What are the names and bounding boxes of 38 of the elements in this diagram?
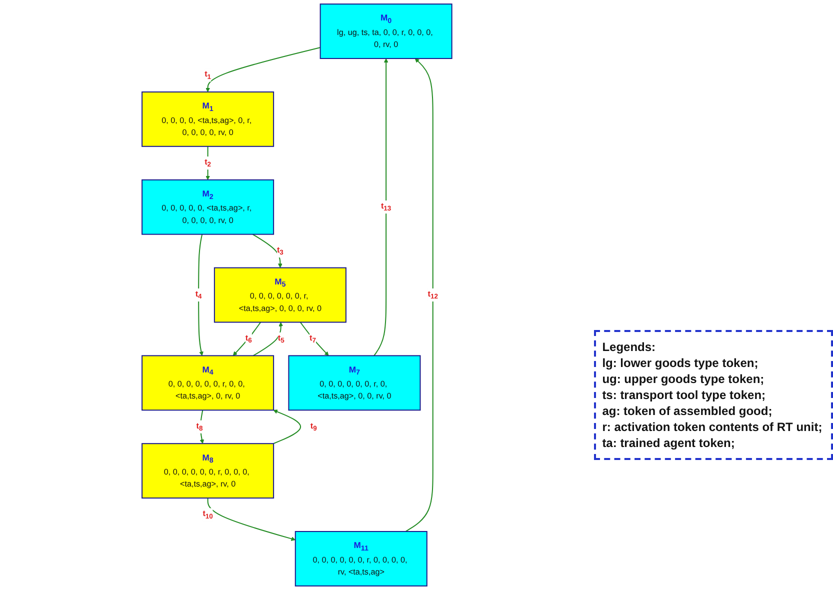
arrow [273, 410, 302, 444]
edge-label: t$_{10}$ [202, 510, 214, 520]
arrow [300, 322, 329, 356]
edge-label: t$_{5}$ [278, 334, 285, 344]
node-box: M$_{11}$ 0, 0, 0, 0, 0, 0, r, 0, 0, 0, 0, rv, <ta,ts,ag> [295, 531, 428, 586]
legend-entry: lg: lower goods type token; [602, 356, 760, 370]
node-box: M$_{2}$ 0, 0, 0, 0, 0, <ta,ts,ag>, r, 0, 0, 0, 0, rv, 0 [142, 179, 274, 235]
edge-label: t$_{2}$ [204, 158, 212, 168]
edge-label: t$_{6}$ [246, 334, 252, 344]
legend-entry: ug: upper goods type token; [602, 372, 766, 386]
legend-entry: r: activation token contents of RT unit; [602, 420, 824, 434]
arrow [206, 46, 321, 92]
arrow [252, 234, 283, 268]
node-box: M$_{8}$ 0, 0, 0, 0, 0, 0, r, 0, 0, 0, <ta,ts,ag>, rv, 0 [142, 443, 274, 499]
arrow [207, 498, 296, 541]
edge-label: t$_{12}$ [428, 290, 438, 300]
arrow [206, 146, 210, 180]
edge-label: t$_{3}$ [277, 246, 284, 256]
legend-entry: ta: trained agent token; [602, 436, 736, 450]
edge-label: t$_{9}$ [310, 422, 318, 432]
arrow [374, 58, 388, 356]
edge-label: t$_{8}$ [196, 422, 203, 432]
legend-entry: ag: token of assembled good; [602, 404, 774, 418]
node-box: M$_{5}$ 0, 0, 0, 0, 0, 0, r, <ta,ts,ag>, 0, 0, 0, rv, 0 [214, 267, 347, 323]
edge-label: t$_{4}$ [196, 290, 202, 300]
arrow [198, 234, 204, 356]
edge-label: t$_{13}$ [381, 202, 392, 212]
arrow [405, 58, 434, 532]
edge-label: t$_{7}$ [310, 334, 316, 344]
node-box: M$_{7}$ 0, 0, 0, 0, 0, 0, r, 0, <ta,ts,ag>, 0, 0, rv, 0 [288, 355, 421, 411]
legend-entry: ts: transport tool type token; [602, 388, 767, 402]
edge-label: t$_{1}$ [204, 70, 212, 80]
arrow [253, 322, 284, 356]
node-box: M$_{4}$ 0, 0, 0, 0, 0, 0, r, 0, 0, <ta,ts,ag>, 0, rv, 0 [142, 355, 274, 411]
node-box: M$_{1}$ 0, 0, 0, 0, <ta,ts,ag>, 0, r, 0, 0, 0, 0, rv, 0 [142, 91, 274, 147]
node-box: M$_{0}$ lg, ug, ts, ta, 0, 0, r, 0, 0, 0, 0, rv, 0 [320, 4, 452, 59]
arrow [233, 322, 262, 356]
legend-heading: Legends: [602, 340, 657, 354]
